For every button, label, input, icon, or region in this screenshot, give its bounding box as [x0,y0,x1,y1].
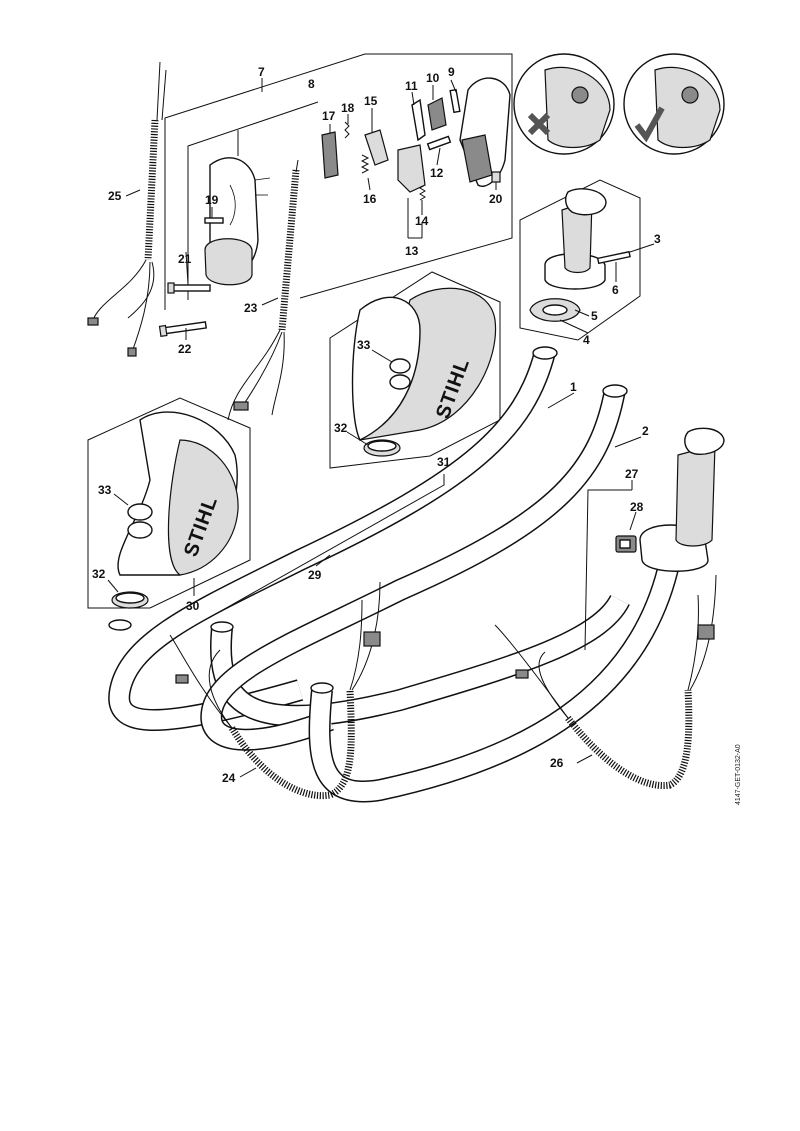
hose-clamp-32-lower [111,591,149,609]
callout-20: 20 [489,192,503,206]
callout-12: 12 [430,166,444,180]
trigger-13 [397,144,426,238]
screw-21 [167,282,211,294]
callout-14: 14 [415,214,429,228]
callout-15: 15 [364,94,378,108]
assembly-frame-31 [329,271,501,469]
callouts: 1 2 3 4 5 6 7 8 9 10 11 12 13 14 15 16 1… [92,65,661,785]
callout-5: 5 [591,309,598,323]
bracket-17 [321,131,339,179]
callout-26: 26 [550,756,564,770]
nut-20 [491,171,501,183]
callout-23: 23 [244,301,258,315]
screw-3 [596,250,631,265]
callout-32-lower: 32 [92,567,106,581]
callout-21: 21 [178,252,192,266]
inset-wrong [513,53,615,155]
loop-handle-grip [639,427,725,572]
assembly-frame-30 [87,397,251,609]
callout-24: 24 [222,771,236,785]
pin-9 [449,88,461,114]
assembly-frame-27 [584,489,632,651]
clamp-5 [529,298,581,322]
callout-22: 22 [178,342,192,356]
cross-mark-icon [527,112,551,136]
front-handle-grip [544,188,607,290]
callout-3: 3 [654,232,661,246]
callout-7: 7 [258,65,265,79]
cable-harness-24 [169,581,381,800]
callout-4: 4 [583,333,590,347]
callout-13: 13 [405,244,419,258]
drawing-code: 4147-GET-0132-A0 [735,744,742,805]
insert-33-lower [127,503,153,539]
inset-right [623,53,725,155]
callout-8: 8 [308,77,315,91]
lever-11 [411,98,426,142]
callout-6: 6 [612,283,619,297]
control-handle-housing-left [204,157,271,286]
lever-10 [427,97,447,131]
hand-guard-30: STIHL [117,411,239,576]
screw-19 [204,217,224,224]
spring-16 [360,154,370,174]
cable-sheath-25 [87,61,167,357]
callout-25: 25 [108,189,122,203]
callout-31: 31 [437,455,451,469]
hose-clamp-32-upper [363,439,401,457]
hand-guard-31: STIHL [351,287,497,441]
callout-28: 28 [630,500,644,514]
callout-11: 11 [405,79,418,93]
spring-18 [344,121,350,139]
handlebar-tube-2 [108,384,681,803]
screw-22 [158,321,207,337]
insert-33-upper [389,358,411,390]
callout-33-lower: 33 [98,483,112,497]
assembly-frame-7 [164,53,513,310]
callout-29: 29 [308,568,322,582]
callout-32-upper: 32 [334,421,348,435]
cable-harness-26 [494,574,717,790]
check-mark-icon [634,106,665,143]
spring-14 [419,184,426,201]
callout-9: 9 [448,65,455,79]
cable-sheath-23 [227,159,300,421]
callout-10: 10 [426,71,440,85]
callout-27: 27 [625,467,639,481]
callout-19: 19 [205,193,219,207]
switch-28 [615,535,637,553]
callout-1: 1 [570,380,577,394]
callout-33-upper: 33 [357,338,371,352]
lever-15 [364,129,389,166]
callout-18: 18 [341,101,355,115]
callout-17: 17 [322,109,336,123]
control-handle-housing-right [459,77,511,187]
callout-16: 16 [363,192,377,206]
assembly-frame-8 [187,101,319,300]
callout-30: 30 [186,599,200,613]
assembly-frame-4 [519,179,641,341]
callout-2: 2 [642,424,649,438]
leader-lines [107,78,655,778]
pin-12 [426,135,452,151]
